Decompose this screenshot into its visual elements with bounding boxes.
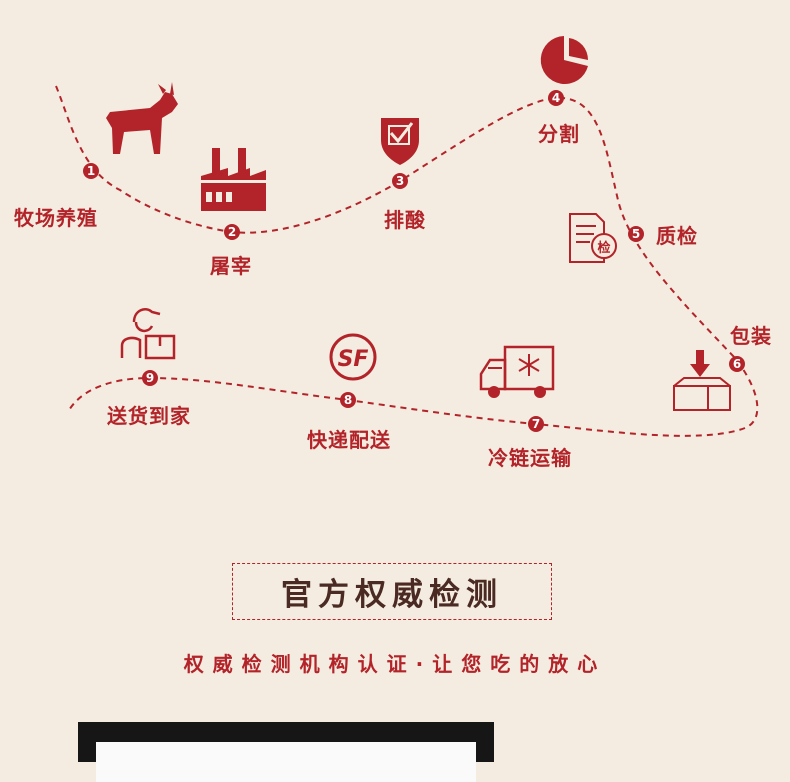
step-marker-4: 4: [548, 90, 564, 106]
step-label-slaughter: 屠宰: [210, 254, 252, 278]
step-label-ranch: 牧场养殖: [14, 206, 98, 230]
inspection-badge-text: 检: [597, 240, 610, 256]
svg-text:5: 5: [632, 227, 640, 241]
refrigerated-truck-icon: [479, 345, 555, 398]
flow-path-canvas: 检 SF: [55, 36, 759, 437]
process-flow-diagram: 检 SF: [14, 36, 772, 782]
step-label-express: 快递配送: [307, 428, 391, 452]
sf-express-icon: SF: [329, 333, 377, 381]
shield-check-icon: [381, 118, 419, 165]
step-marker-9: 9: [142, 370, 158, 386]
svg-text:3: 3: [396, 174, 404, 188]
step-label-cold-chain: 冷链运输: [488, 446, 572, 470]
section-title: 官方权威检测: [281, 577, 503, 613]
step-marker-8: 8: [340, 392, 356, 408]
svg-text:6: 6: [733, 357, 741, 371]
pie-icon: [540, 36, 589, 84]
courier-icon: [120, 308, 176, 360]
section-title-box: 官方权威检测: [232, 563, 552, 620]
step-label-home-delivery: 送货到家: [107, 404, 191, 428]
svg-text:8: 8: [344, 393, 352, 407]
step-label-packaging: 包装: [730, 324, 772, 348]
package-box-icon: [673, 350, 731, 411]
step-label-aging: 排酸: [384, 208, 426, 232]
step-marker-5: 5: [628, 226, 644, 242]
step-marker-2: 2: [224, 224, 240, 240]
section-subtitle: 权威检测机构认证·让您吃的放心: [183, 652, 607, 676]
step-marker-1: 1: [83, 163, 99, 179]
certificate-frame: [78, 722, 494, 782]
svg-text:4: 4: [552, 91, 560, 105]
svg-text:9: 9: [146, 371, 154, 385]
svg-text:2: 2: [228, 225, 236, 239]
step-markers: 1 2 3 4 5 6 7 8 9: [83, 90, 745, 432]
sf-logo-text: SF: [338, 347, 369, 372]
goat-icon: [106, 82, 178, 154]
step-marker-6: 6: [729, 356, 745, 372]
svg-text:7: 7: [532, 417, 540, 431]
step-marker-7: 7: [528, 416, 544, 432]
step-label-inspection: 质检: [656, 224, 698, 248]
factory-icon: [201, 148, 266, 211]
certificate-paper: [96, 742, 476, 782]
step-label-cutting: 分割: [538, 122, 580, 146]
step-marker-3: 3: [392, 173, 408, 189]
svg-text:1: 1: [87, 164, 95, 178]
inspection-document-icon: 检: [569, 213, 617, 263]
